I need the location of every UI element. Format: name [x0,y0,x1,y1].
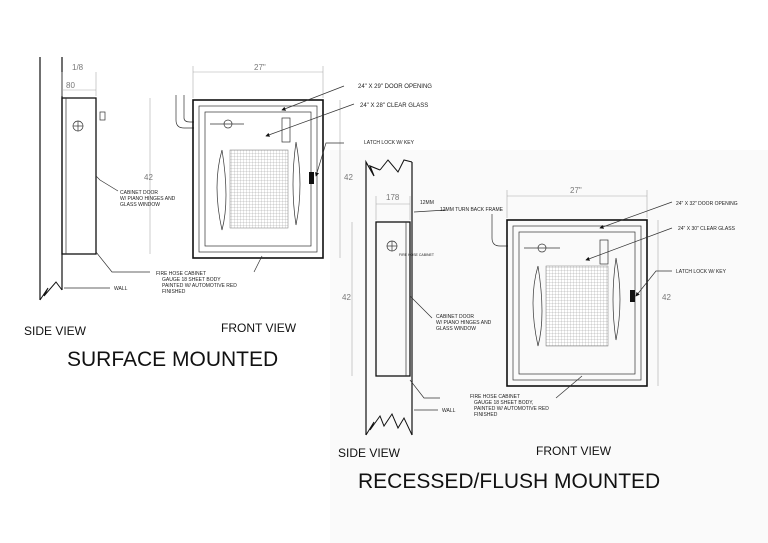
recessed-side-cabinet: FIRE HOSE CABINET [375,221,435,377]
surface-dim-depth: 80 [66,81,75,90]
recessed-callout-door-opening: 24" X 32" DOOR OPENING [676,201,738,207]
recessed-callout-clear-glass: 24" X 30" CLEAR GLASS [678,226,736,232]
recessed-mounted-group: FIRE HOSE CABINET 178 12MM 42 [338,159,738,493]
surface-callout-door-opening: 24" X 29" DOOR OPENING [358,84,432,90]
surface-supply-pipe [175,95,194,129]
recessed-callout-cabinet-door: CABINET DOOR W/ PIANO HINGES AND GLASS W… [436,314,493,332]
recessed-front-cabinet [506,219,648,387]
surface-dim-width: 27" [254,63,266,72]
surface-callout-latch-lock: LATCH LOCK W/ KEY [364,140,415,146]
recessed-dim-side-height: 42 [342,293,351,302]
recessed-supply-pipe [491,214,508,247]
surface-front-dimensions [192,66,341,258]
background-panel [330,150,768,543]
recessed-nameplate: FIRE HOSE CABINET [399,253,435,257]
surface-callout-cabinet-door: CABINET DOOR W/ PIANO HINGES AND GLASS W… [120,190,177,208]
recessed-callout-turn-back-frame: 12MM TURN BACK FRAME [440,207,504,213]
recessed-dim-front-height: 42 [662,293,671,302]
recessed-side-dimensions [351,196,411,376]
recessed-wall [365,159,413,436]
surface-wall [39,57,63,301]
surface-callout-clear-glass: 24" X 28" CLEAR GLASS [360,103,428,109]
surface-side-dimensions [61,72,151,254]
surface-side-cabinet [61,97,106,255]
recessed-callout-fire-hose-cabinet: FIRE HOSE CABINET GAUGE 18 SHEET BODY, P… [470,394,550,418]
recessed-front-view-label: FRONT VIEW [536,444,612,458]
surface-dim-frame-depth: 1/8 [72,63,84,72]
surface-mounted-title: SURFACE MOUNTED [67,348,278,371]
recessed-mounted-title: RECESSED/FLUSH MOUNTED [358,470,660,493]
surface-callout-fire-hose-cabinet: FIRE HOSE CABINET GAUGE 18 SHEET BODY PA… [156,271,238,295]
recessed-dim-turn-back: 12MM [420,200,434,206]
surface-dim-front-height: 42 [344,173,353,182]
surface-side-view-label: SIDE VIEW [24,324,87,338]
recessed-front-dimensions [506,190,659,386]
recessed-dim-frame-depth: 178 [386,193,400,202]
surface-mounted-group: 1/8 80 42 27" 42 [24,57,432,371]
recessed-callout-latch-lock: LATCH LOCK W/ KEY [676,269,727,275]
surface-callout-wall: WALL [114,286,128,292]
surface-front-view-label: FRONT VIEW [221,321,297,335]
recessed-callout-wall: WALL [442,408,456,414]
surface-dim-side-height: 42 [144,173,153,182]
recessed-side-view-label: SIDE VIEW [338,446,401,460]
surface-front-cabinet [192,99,324,259]
recessed-dim-width: 27" [570,186,582,195]
